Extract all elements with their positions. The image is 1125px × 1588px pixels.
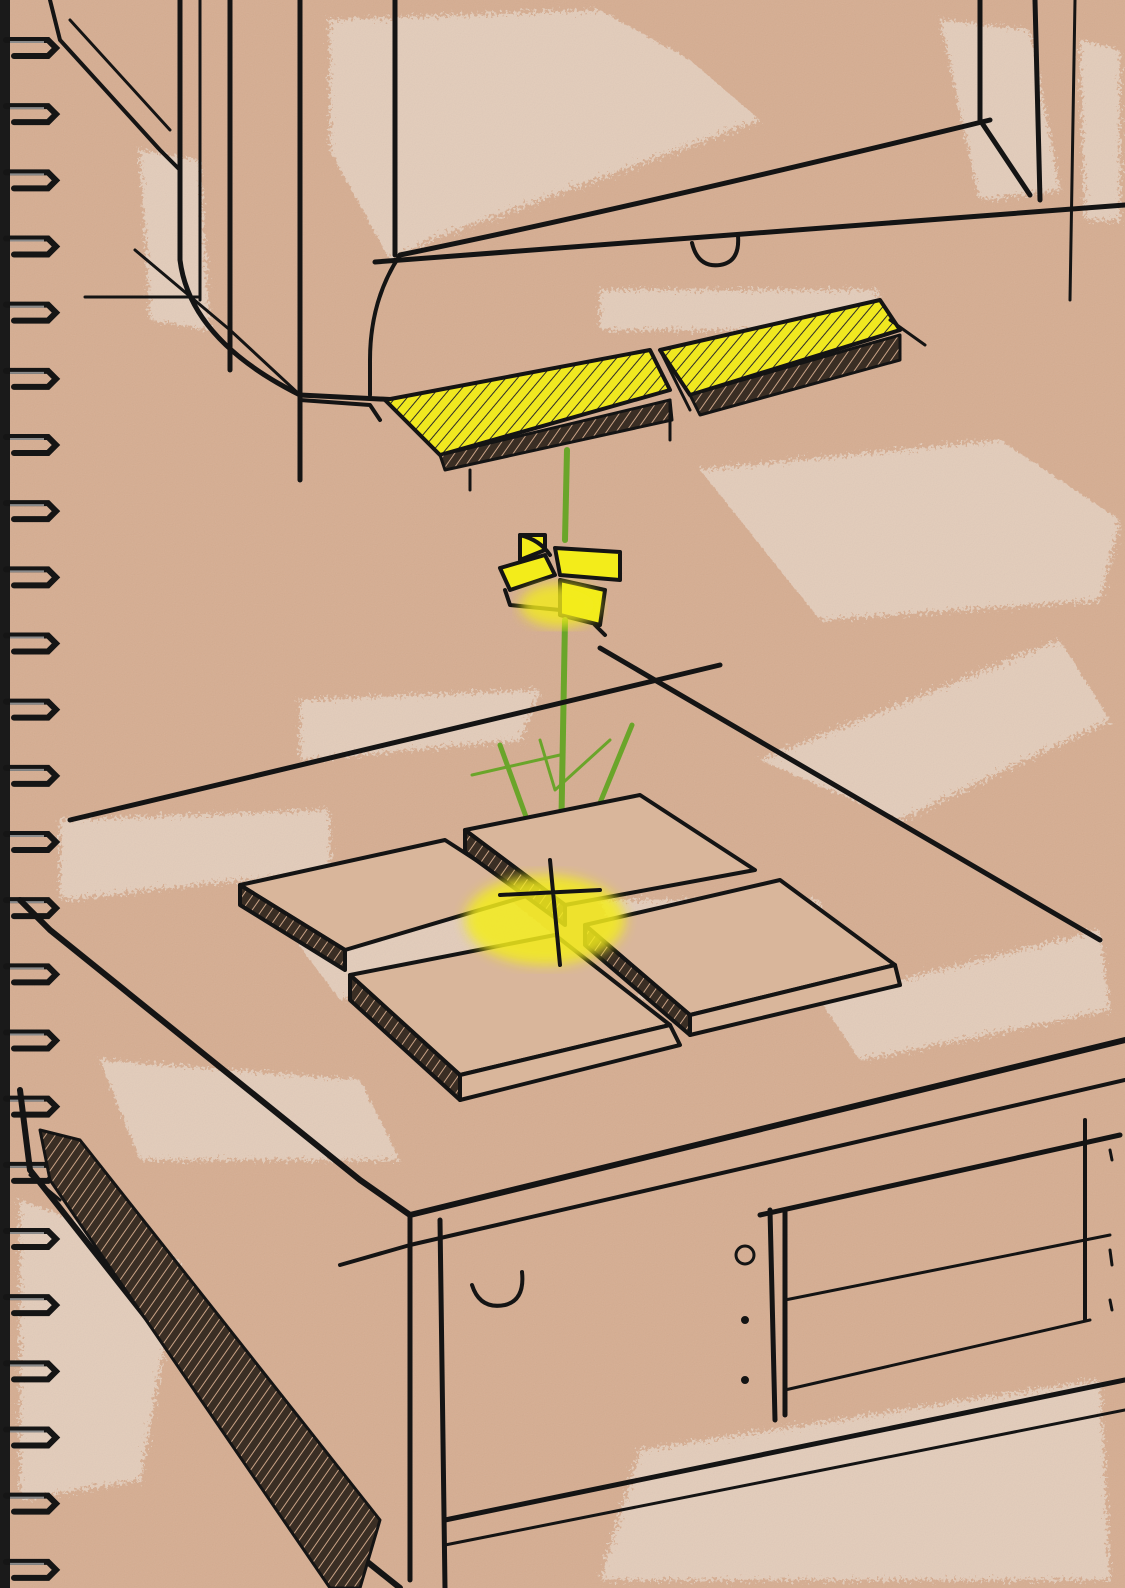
spiral-ring [3, 103, 61, 126]
drive-handle-icon [470, 1270, 525, 1308]
monitor [48, 0, 1125, 483]
spiral-ring [3, 963, 61, 986]
status-light-icon [741, 1376, 749, 1384]
spiral-ring [3, 1095, 61, 1118]
spiral-ring [3, 831, 61, 853]
spiral-ring [3, 235, 61, 258]
spiral-ring [3, 1029, 61, 1052]
spiral-ring [3, 632, 61, 655]
spiral-ring [3, 1426, 61, 1449]
spiral-ring [3, 434, 61, 456]
spiral-ring [3, 301, 61, 324]
mounting-pad [583, 878, 902, 1037]
case-side-shadow [38, 1128, 382, 1588]
monitor-base-feet [383, 298, 927, 492]
spiral-ring [3, 1228, 61, 1250]
spiral-ring [3, 367, 61, 390]
spiral-ring [3, 1360, 61, 1383]
spiral-ring [3, 698, 61, 721]
spiral-ring [3, 500, 61, 523]
spiral-ring [3, 1492, 61, 1515]
spiral-ring [3, 169, 61, 192]
alignment-highlight [465, 875, 625, 965]
mounting-pad [348, 933, 682, 1102]
spiral-ring [3, 1294, 61, 1317]
spiral-rings [3, 37, 61, 1581]
alignment-highlight [520, 583, 600, 627]
spiral-ring [3, 37, 61, 59]
status-light-icon [741, 1316, 749, 1324]
desk-surface [17, 645, 1125, 1267]
spiral-ring [3, 1558, 61, 1581]
spiral-binding [0, 0, 61, 1588]
power-button-icon [734, 1244, 756, 1266]
spiral-ring [3, 566, 61, 589]
monitor-handle-icon [690, 234, 741, 268]
spiral-ring [3, 764, 61, 787]
